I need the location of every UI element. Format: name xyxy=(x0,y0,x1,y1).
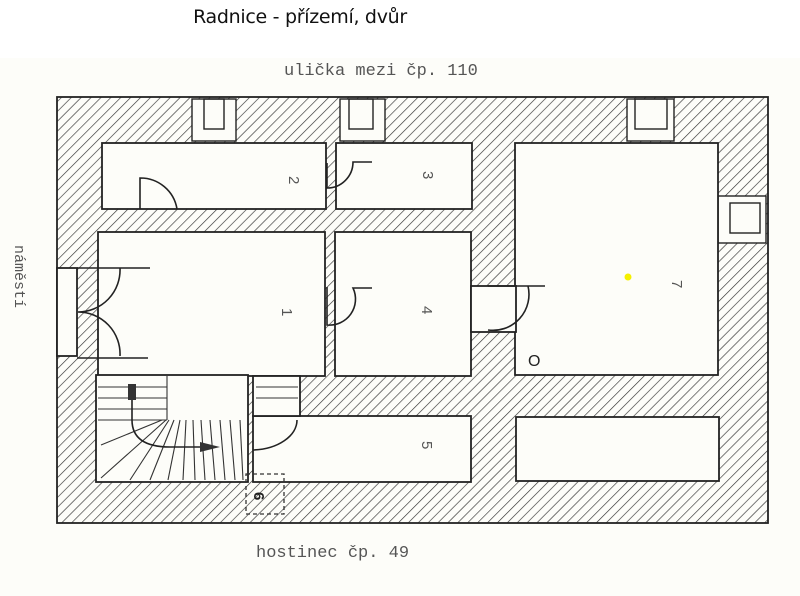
room-label-7: 7 xyxy=(668,280,685,288)
door-room-3 xyxy=(326,161,372,189)
door-room-7 xyxy=(487,285,545,332)
door-room-2 xyxy=(139,177,178,210)
marker-dot xyxy=(624,273,632,281)
room-7-symbol: O xyxy=(528,353,540,370)
room-label-5: 5 xyxy=(418,441,435,449)
room-6 xyxy=(245,473,285,515)
neighbor-label-bottom: hostinec čp. 49 xyxy=(256,544,410,563)
passage-7 xyxy=(470,285,517,333)
room-3 xyxy=(335,142,473,210)
room-4 xyxy=(334,231,472,377)
room-label-3: 3 xyxy=(419,171,436,179)
window-top-1 xyxy=(191,98,237,142)
door-room-5 xyxy=(252,419,298,451)
square-label-left: náměstí xyxy=(10,245,27,309)
door-room-4 xyxy=(326,287,372,326)
room-label-6: 6 xyxy=(250,492,267,500)
room-1 xyxy=(97,231,326,377)
door-entrance xyxy=(77,267,150,359)
room-label-4: 4 xyxy=(418,306,435,314)
stair-landing xyxy=(252,375,301,417)
room-label-1: 1 xyxy=(278,308,295,316)
window-top-2 xyxy=(339,98,386,142)
stair-arrow xyxy=(131,388,215,448)
room-5 xyxy=(252,415,472,483)
room-label-2: 2 xyxy=(285,176,302,184)
room-7 xyxy=(514,142,719,376)
page-title: Radnice - přízemí, dvůr xyxy=(193,6,407,28)
street-label-top: ulička mezi čp. 110 xyxy=(284,62,478,81)
staircase xyxy=(95,374,249,483)
main-entrance xyxy=(56,267,78,357)
room-unnamed xyxy=(515,416,720,482)
